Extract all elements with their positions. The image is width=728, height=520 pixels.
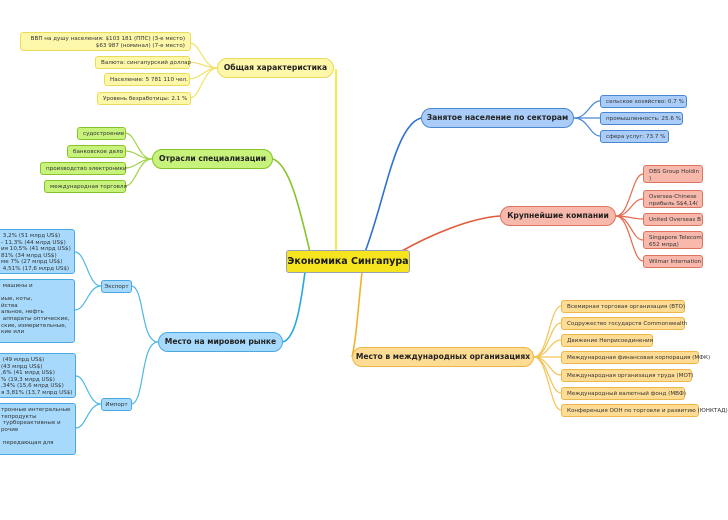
link-employment <box>364 117 422 253</box>
mindmap-canvas: Экономика Сингапура Общая характеристика… <box>0 32 728 455</box>
org-ifc[interactable]: Международная финансовая корпорация (МФК… <box>561 351 710 364</box>
spec-trade[interactable]: международная торговля <box>44 180 127 193</box>
general-currency[interactable]: Валюта: сингапурский доллар <box>95 56 191 69</box>
central-topic[interactable]: Экономика Сингапура <box>286 250 410 273</box>
topic-world-market[interactable]: Место на мировом рынке <box>158 332 283 352</box>
employment-agriculture[interactable]: сельское хозяйство: 0.7 % <box>600 95 687 108</box>
link-specialization <box>272 158 311 253</box>
spec-banking[interactable]: банковское дело <box>67 145 126 158</box>
org-commonwealth[interactable]: Содружество государств Commonwealth <box>561 317 687 330</box>
export-goods[interactable]: машины и иые, коты, йства альное, нефть … <box>0 279 75 343</box>
org-unctad[interactable]: Конференция ООН по торговле и развитию (… <box>561 404 728 417</box>
link-companies <box>399 215 501 253</box>
company-wilmar[interactable]: Wilmar Internation <box>643 255 703 268</box>
spec-shipbuilding[interactable]: судостроение <box>77 127 126 140</box>
export-partners[interactable]: 3,2% (51 млрд US$) - 11,3% (44 млрд US$)… <box>0 229 75 274</box>
general-population[interactable]: Население: 5 781 110 чел. <box>104 73 190 86</box>
org-nam[interactable]: Движение Неприсоединения <box>561 334 653 347</box>
mindmap-links <box>74 42 644 429</box>
general-gdp[interactable]: ВВП на душу населения: $103 181 (ППС) (3… <box>20 32 191 51</box>
topic-companies[interactable]: Крупнейшие компании <box>500 206 616 226</box>
spec-electronics[interactable]: производство электроники <box>40 162 127 175</box>
export-node[interactable]: Экспорт <box>101 280 132 293</box>
org-wto[interactable]: Всемирная торговая организация (ВТО) <box>561 300 685 313</box>
company-singtel[interactable]: Singapore Telecom 652 млрд) <box>643 231 703 249</box>
topic-general[interactable]: Общая характеристика <box>217 58 334 78</box>
org-imf[interactable]: Международный валютный фонд (МВФ) <box>561 387 686 400</box>
org-ilo[interactable]: Международная организация труда (МОТ) <box>561 369 693 382</box>
import-node[interactable]: Импорт <box>101 398 132 411</box>
company-ocbc[interactable]: Oversea-Chinese прибыль S$4,14( <box>643 190 703 208</box>
import-goods[interactable]: тронные интегральные тепродукты турбореа… <box>0 403 76 455</box>
topic-specialization[interactable]: Отрасли специализации <box>152 149 273 169</box>
company-dbs[interactable]: DBS Group Holdin ) <box>643 165 703 183</box>
company-uob[interactable]: United Overseas B <box>643 213 703 226</box>
employment-services[interactable]: сфера услуг: 73.7 % <box>600 130 669 143</box>
import-partners[interactable]: (49 млрд US$) (43 млрд US$) ,6% (41 млрд… <box>0 353 76 398</box>
link-organizations <box>351 271 363 358</box>
topic-employment[interactable]: Занятое население по секторам <box>421 108 574 128</box>
topic-organizations[interactable]: Место в международных организациях <box>352 347 534 367</box>
link-world-market <box>282 271 306 343</box>
employment-industry[interactable]: промышленность: 25.6 % <box>600 112 683 125</box>
general-unemployment[interactable]: Уровень безработицы: 2.1 % <box>97 92 191 105</box>
